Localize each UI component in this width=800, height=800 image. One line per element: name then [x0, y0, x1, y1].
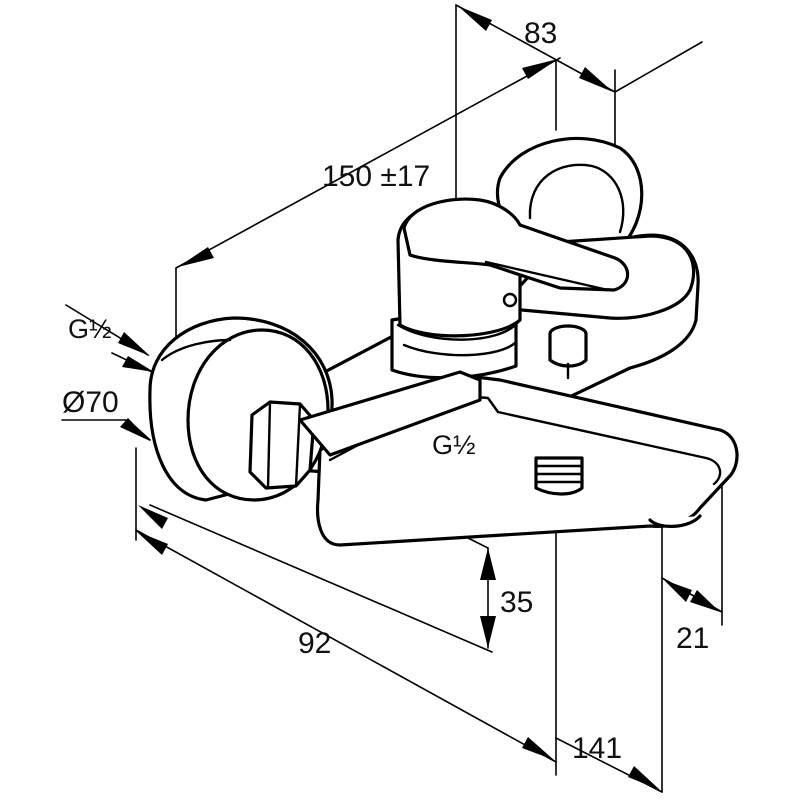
spout-outlet	[648, 514, 702, 528]
lever-handle-edge	[484, 260, 610, 292]
inlet-arm	[298, 370, 482, 457]
dim-line-141	[149, 504, 493, 653]
hex-nut	[248, 400, 316, 490]
dim-line-150	[175, 57, 561, 269]
arrow-35-top	[480, 548, 496, 580]
mixer-housing-ring2	[402, 340, 518, 357]
dim-line-92	[135, 529, 557, 763]
arrow-83-left	[458, 6, 492, 31]
label-35: 35	[500, 586, 533, 619]
arrow-150-left	[178, 247, 214, 267]
label-92: 92	[298, 627, 331, 660]
ext-line-150-top	[614, 41, 703, 93]
diverter-knob	[548, 324, 588, 380]
hex-nut-facets	[266, 400, 302, 490]
arrow-150-right	[522, 59, 558, 79]
arrow-35-bottom	[480, 616, 496, 648]
hex-nut-body	[248, 400, 316, 490]
dimension-lines	[61, 4, 723, 793]
arrowheads	[118, 6, 720, 790]
dimension-labels: 83 150 ±17 G½ Ø70 G½ 35 92 141 21	[62, 17, 709, 765]
lever-handle	[402, 197, 630, 292]
label-141: 141	[572, 732, 622, 765]
arrow-83-right	[579, 67, 613, 92]
arrow-141-left	[136, 531, 168, 555]
arrow-92-left	[138, 505, 168, 529]
label-21: 21	[676, 622, 709, 655]
arrow-141-right	[628, 766, 660, 790]
mixer-screw	[502, 292, 518, 308]
arrow-21-right	[690, 590, 720, 612]
outlet-thread-lines	[534, 464, 584, 484]
label-150: 150 ±17	[322, 160, 430, 193]
arrow-21-left	[664, 580, 692, 602]
arrow-d70-top	[122, 356, 154, 372]
label-g-inlet: G½	[68, 314, 112, 344]
faucet-body	[148, 136, 739, 547]
arrow-92-right	[522, 737, 554, 760]
outlet-thread-body	[534, 456, 584, 496]
arrow-d70-bottom	[120, 418, 150, 441]
front-rosette-rim	[160, 338, 232, 362]
arrow-g-inlet	[118, 332, 150, 356]
rear-rosette-inner	[528, 163, 625, 234]
label-83: 83	[524, 17, 557, 50]
mixer-housing-ring	[396, 320, 520, 341]
label-g-outlet: G½	[432, 430, 476, 460]
spout-front-edge	[496, 410, 722, 486]
outlet-thread	[534, 456, 584, 496]
label-d70: Ø70	[62, 386, 119, 419]
diverter-knob-body	[548, 332, 588, 368]
